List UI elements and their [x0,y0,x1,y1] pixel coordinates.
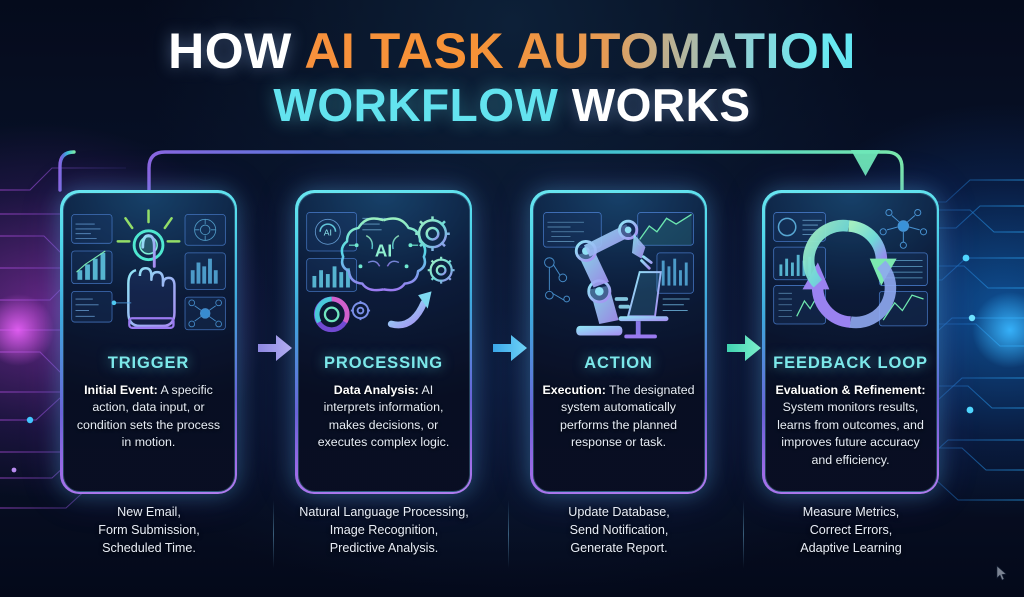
stage-card-processing[interactable]: AI A [295,190,472,494]
arrow-processing-to-action [493,335,527,361]
caption-processing: Natural Language Processing, Image Recog… [299,505,469,555]
card-body-processing: Data Analysis: AI interprets information… [307,382,461,452]
hand-tap-icon [70,208,226,330]
caption-divider [273,500,274,568]
card-text-feedback-loop: System monitors results, learns from out… [777,400,924,467]
svg-text:AI: AI [374,240,391,260]
title-segment-how: HOW [168,23,305,79]
arrow-trigger-to-processing [258,335,292,361]
caption-divider [743,500,744,568]
card-title-feedback-loop: FEEDBACK LOOP [773,353,928,372]
card-lead-action: Execution: [542,382,606,397]
card-lead-trigger: Initial Event: [84,382,158,397]
card-title-action: ACTION [584,353,653,372]
svg-text:AI: AI [323,227,331,237]
card-title-trigger: TRIGGER [107,353,190,372]
mouse-cursor [996,565,1007,581]
caption-feedback-loop: Measure Metrics, Correct Errors, Adaptiv… [800,505,902,555]
card-lead-feedback-loop: Evaluation & Refinement: [775,382,926,397]
card-lead-processing: Data Analysis: [333,382,419,397]
card-body-trigger: Initial Event: A specific action, data i… [72,382,226,452]
stage-card-action[interactable]: ACTION Execution: The designated system … [530,190,707,494]
page-title: HOW AI TASK AUTOMATION WORKFLOW WORKS [0,26,1024,128]
stage-card-feedback-loop[interactable]: FEEDBACK LOOP Evaluation & Refinement: S… [762,190,939,494]
refresh-cycle-icon [772,208,928,328]
ai-brain-gears-icon: AI A [305,211,455,332]
title-segment-works: WORKS [571,79,751,131]
card-body-action: Execution: The designated system automat… [542,382,696,452]
caption-trigger: New Email, Form Submission, Scheduled Ti… [98,505,200,555]
title-segment-ai-task-automation: AI TASK AUTOMATION [304,23,856,79]
arrow-action-to-feedback [727,335,761,361]
caption-divider [508,500,509,568]
title-segment-workflow: WORKFLOW [273,79,572,131]
card-title-processing: PROCESSING [323,353,444,372]
card-body-feedback-loop: Evaluation & Refinement: System monitors… [774,382,928,470]
caption-action: Update Database, Send Notification, Gene… [568,505,670,555]
stage-card-trigger[interactable]: TRIGGER Initial Event: A specific action… [60,190,237,494]
robot-arm-icon [542,211,694,338]
